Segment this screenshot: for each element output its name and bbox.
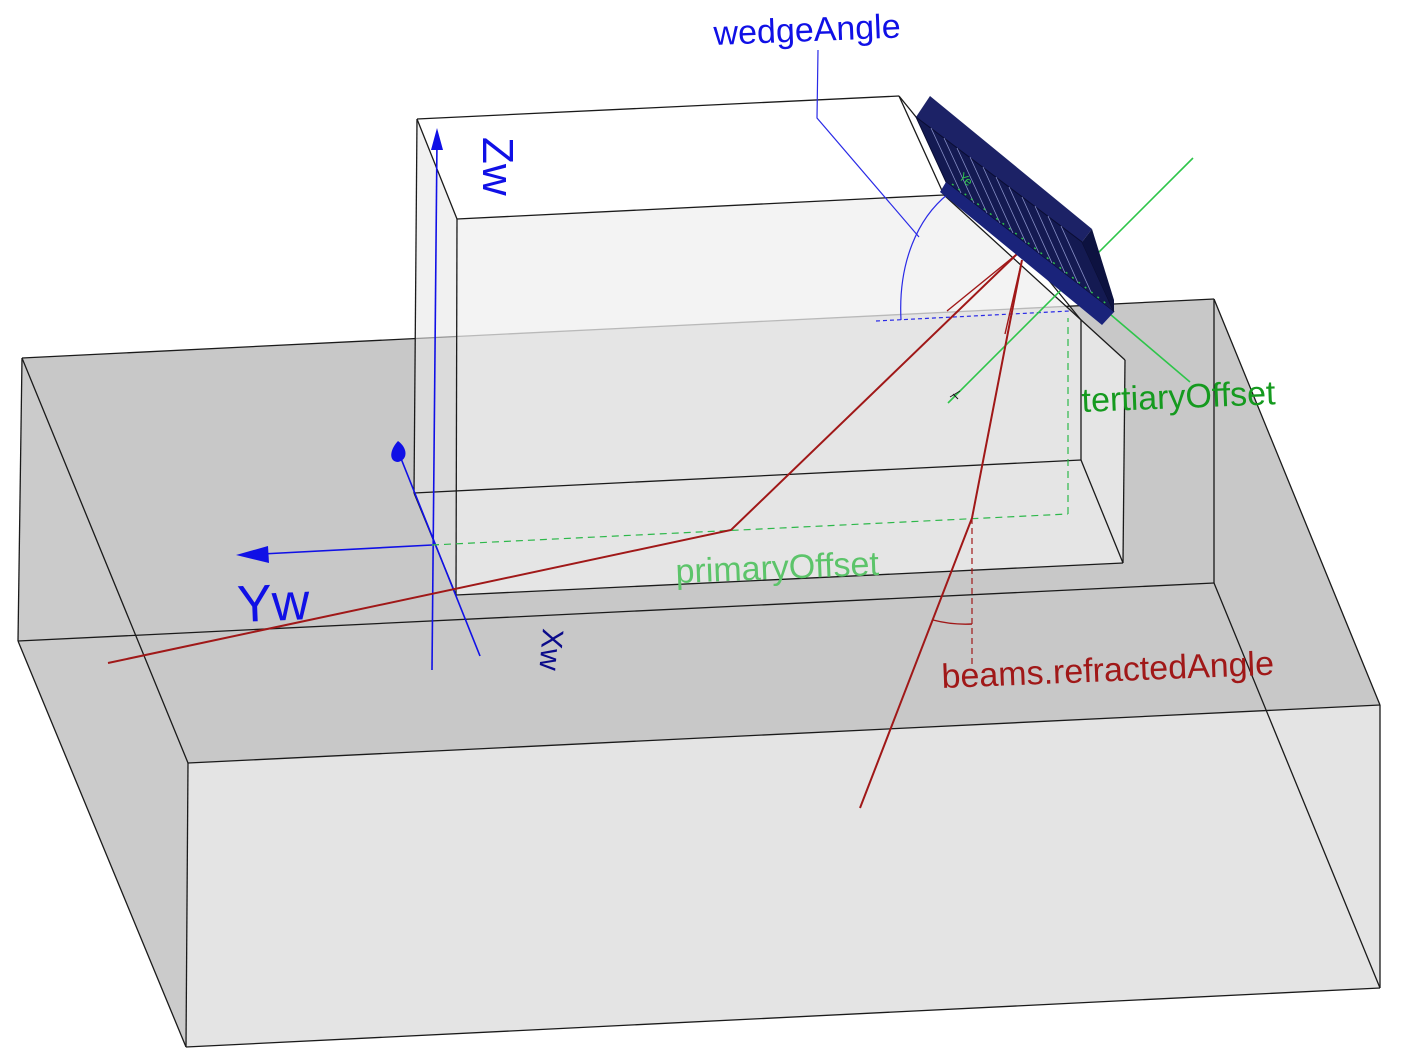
y-axis-label: Yw	[236, 573, 311, 634]
world-axes	[236, 128, 481, 671]
wedge-angle-label: wedgeAngle	[712, 8, 902, 54]
probe-side-face	[1082, 229, 1114, 312]
wedge-angle-annotation	[816, 49, 949, 321]
beam-probe-link-1	[946, 253, 1018, 312]
tertiary-offset-label: tertiaryOffset	[1081, 374, 1277, 420]
probe-bottom-face	[940, 182, 1114, 325]
probe-top-face	[916, 96, 1092, 242]
primary-offset-label: primaryOffset	[675, 545, 880, 591]
x-axis-line	[399, 455, 481, 657]
beam-shallow	[107, 253, 1018, 664]
z-axis-arrow-icon	[431, 128, 443, 150]
specimen-front-face	[186, 705, 1380, 1047]
beam-probe-link-2	[1004, 259, 1023, 335]
probe	[915, 96, 1115, 325]
specimen-left-face	[18, 358, 188, 1047]
x-axis-arrow-icon	[391, 441, 406, 462]
probe-origin-marker-icon	[949, 390, 961, 400]
y-axis-line	[261, 544, 433, 555]
z-axis-label: Zw	[473, 137, 522, 196]
wedge-angle-arc	[900, 193, 949, 321]
primary-offset-dashed-line	[431, 513, 1069, 546]
y-axis-arrow-icon	[236, 546, 269, 563]
probe-element-centers	[951, 183, 1109, 306]
wedge-front-face	[456, 195, 1125, 595]
ultrasonic-beams	[107, 253, 1023, 809]
z-axis-line	[431, 139, 438, 671]
beam-steep	[859, 259, 1023, 809]
wedge-angle-leader	[816, 49, 920, 238]
wedge-top-face	[417, 96, 944, 219]
refracted-angle-arc	[932, 619, 973, 625]
x-axis-label: Xw	[532, 627, 569, 672]
